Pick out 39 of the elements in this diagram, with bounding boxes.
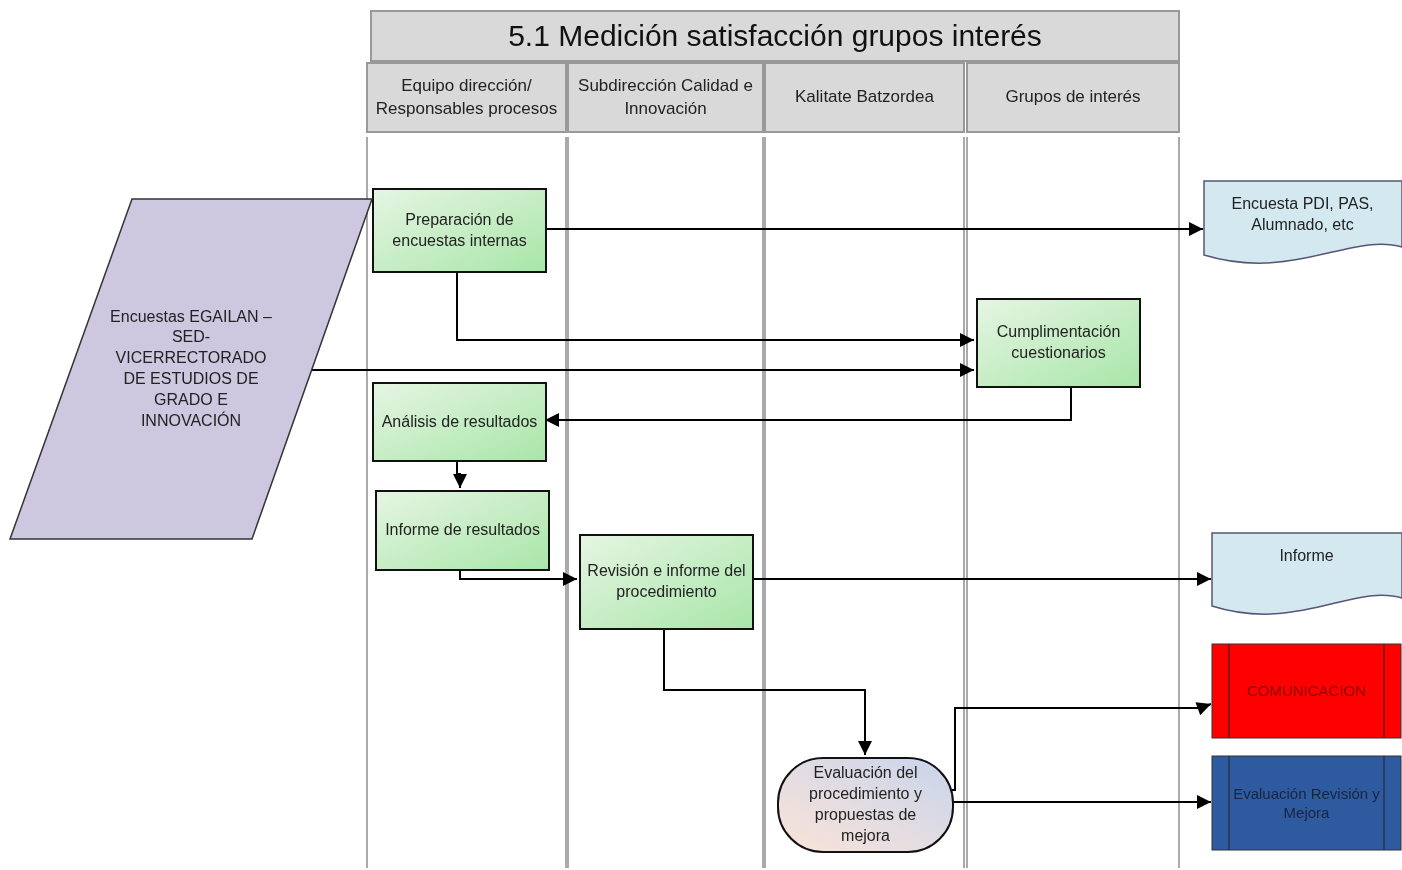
swimlane	[567, 62, 764, 868]
terminator-shape	[777, 757, 954, 853]
node-label: Encuestas EGAILAN – SED-VICERRECTORADO DE ESTUDIOS DE GRADO E INNOVACIÓN	[109, 306, 273, 431]
lane-header: Subdirección Calidad e Innovación	[567, 62, 764, 133]
swimlane	[366, 62, 567, 868]
arrow	[663, 627, 872, 756]
lane-header: Grupos de interés	[966, 62, 1180, 133]
lane-header: Kalitate Batzordea	[764, 62, 965, 133]
predefined-process-box	[1211, 643, 1402, 739]
predefined-process-box	[1211, 755, 1402, 851]
node-label: Informe de resultados	[385, 520, 540, 541]
arrow	[751, 572, 1212, 586]
node-label: Informe	[1279, 546, 1334, 566]
node-label: Preparación de encuestas internas	[391, 209, 528, 251]
process-box	[372, 382, 547, 462]
arrow	[544, 222, 1204, 236]
arrow	[951, 795, 1212, 809]
process-box	[375, 490, 550, 571]
arrow	[453, 459, 467, 489]
node-label: Evaluación del procedimiento y propuestas de mejora	[808, 763, 923, 846]
title: 5.1 Medición satisfacción grupos interés	[508, 19, 1042, 53]
process-box	[976, 298, 1141, 388]
node-label: Evaluación Revisión y Mejora	[1232, 783, 1381, 823]
arrow	[459, 568, 578, 586]
process-box	[372, 188, 547, 273]
node-label: Análisis de resultados	[381, 411, 538, 432]
input-parallelogram	[10, 198, 372, 540]
swimlane	[764, 62, 965, 868]
arrow	[951, 702, 1212, 791]
arrow	[456, 270, 975, 347]
node-label: COMUNICACION	[1246, 681, 1367, 701]
arrow	[544, 385, 1072, 427]
node-label: Cumplimentación cuestionarios	[995, 322, 1122, 363]
arrow	[310, 363, 975, 377]
node-label: Revisión e informe del procedimiento	[586, 561, 747, 602]
swimlane	[966, 62, 1180, 868]
node-label: Encuesta PDI, PAS, Alumnado, etc	[1230, 194, 1375, 235]
lane-header: Equipo dirección/ Responsables procesos	[366, 62, 567, 133]
process-box	[579, 534, 754, 630]
